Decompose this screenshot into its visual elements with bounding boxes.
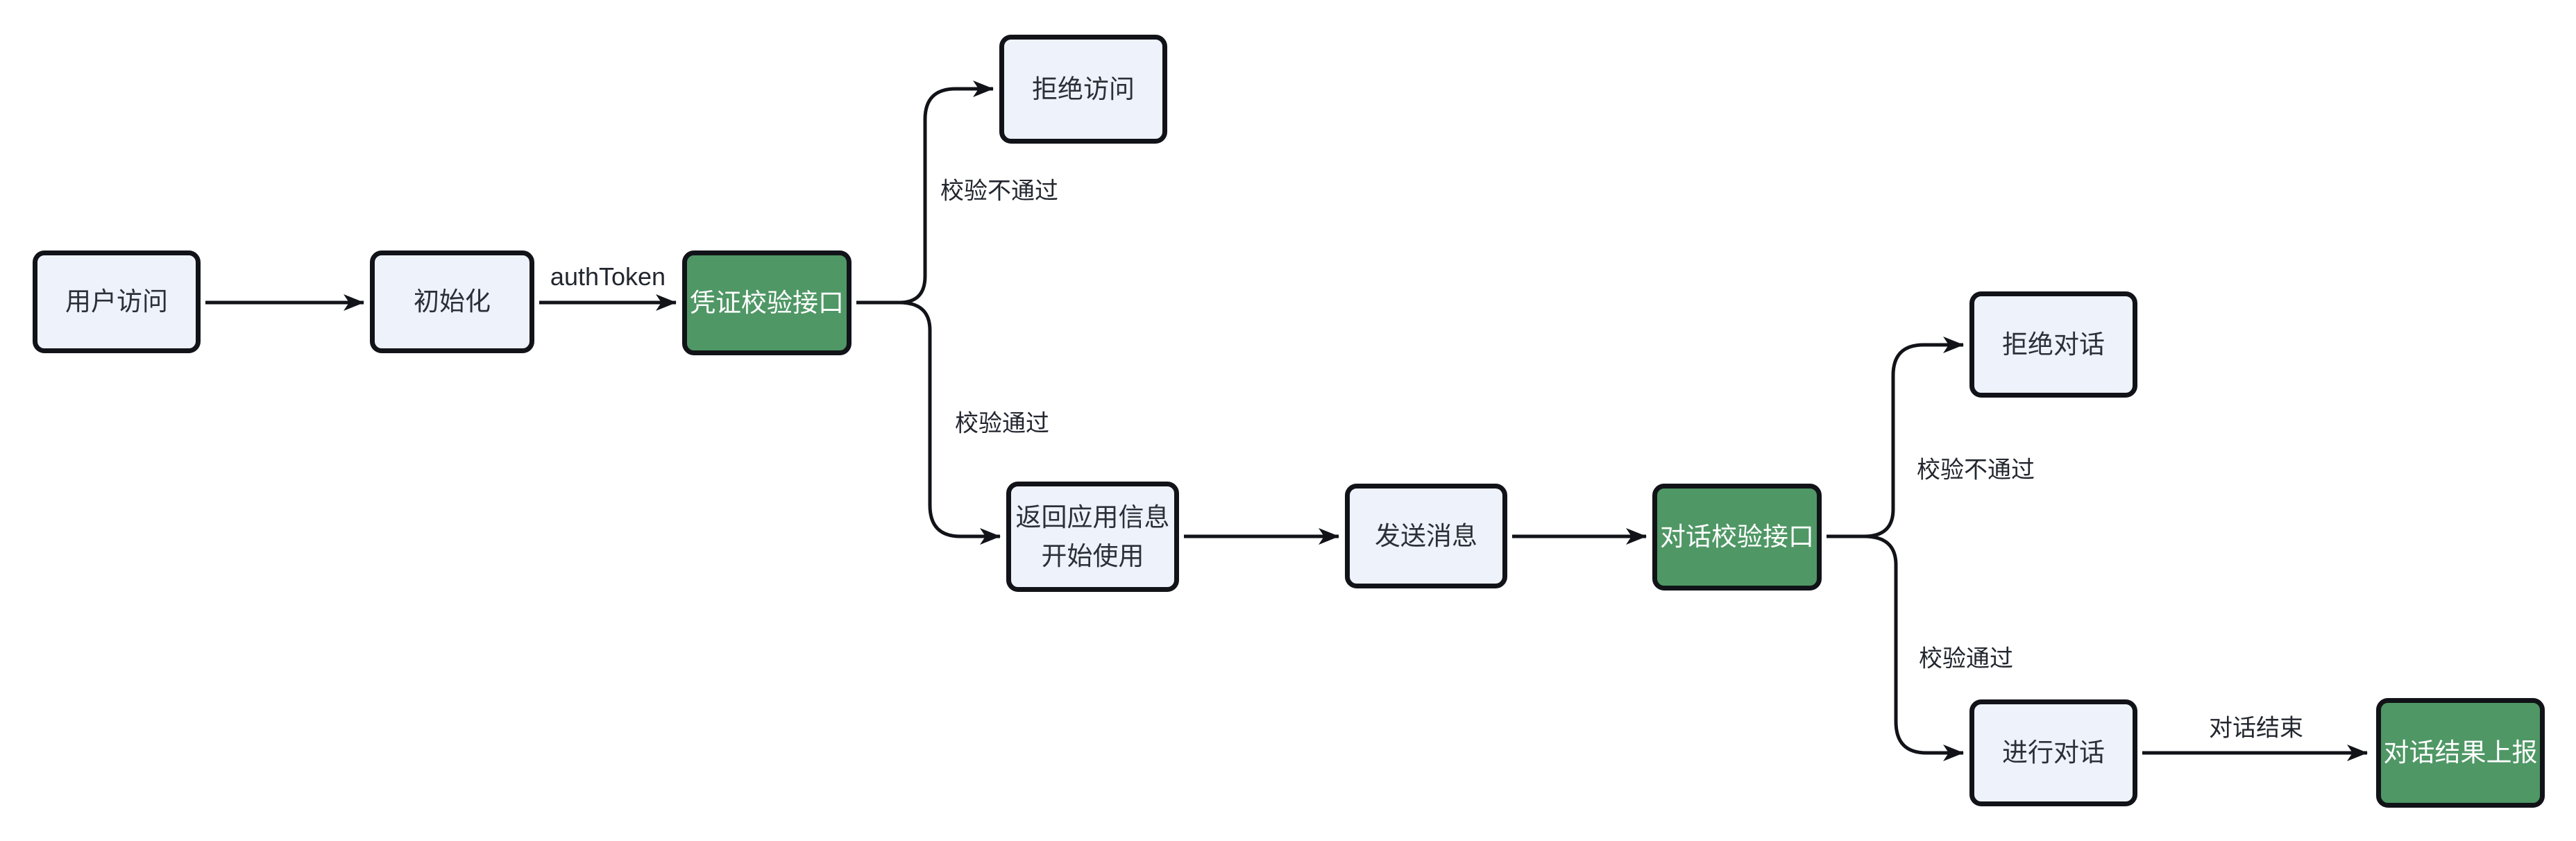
node-credential-check-label: 凭证校验接口 bbox=[690, 288, 844, 317]
node-send-message-label: 发送消息 bbox=[1375, 521, 1477, 550]
node-deny-access-label: 拒绝访问 bbox=[1032, 74, 1135, 103]
node-init-label: 初始化 bbox=[414, 287, 491, 316]
node-send-message: 发送消息 bbox=[1345, 484, 1507, 588]
edge-credential-check-to-return-app-info bbox=[856, 300, 1001, 545]
edge-label-auth-token: authToken bbox=[547, 262, 669, 291]
node-report-result: 对话结果上报 bbox=[2376, 698, 2545, 808]
node-deny-dialog: 拒绝对话 bbox=[1969, 291, 2137, 398]
node-init: 初始化 bbox=[370, 250, 534, 353]
node-report-result-label: 对话结果上报 bbox=[2383, 738, 2538, 767]
node-do-dialog-label: 进行对话 bbox=[2002, 738, 2105, 767]
node-return-app-info-line1: 返回应用信息 bbox=[1015, 503, 1170, 532]
node-user-visit-label: 用户访问 bbox=[65, 287, 168, 316]
edge-label-dialog-pass: 校验通过 bbox=[1916, 639, 2016, 674]
node-return-app-info-line2: 开始使用 bbox=[1041, 541, 1144, 570]
node-dialog-check-label: 对话校验接口 bbox=[1660, 523, 1814, 552]
edge-label-dialog-end: 对话结束 bbox=[2206, 708, 2306, 743]
node-deny-access: 拒绝访问 bbox=[999, 35, 1167, 144]
node-user-visit: 用户访问 bbox=[33, 250, 201, 353]
edge-credential-check-to-deny-access bbox=[856, 80, 994, 305]
node-return-app-info: 返回应用信息 开始使用 bbox=[1006, 482, 1179, 592]
node-dialog-check: 对话校验接口 bbox=[1652, 484, 1822, 591]
edge-label-dialog-fail: 校验不通过 bbox=[1914, 450, 2037, 485]
node-credential-check: 凭证校验接口 bbox=[682, 250, 851, 355]
edge-dialog-check-to-deny-dialog bbox=[1827, 337, 1964, 538]
node-do-dialog: 进行对话 bbox=[1969, 699, 2137, 806]
edge-label-credential-fail: 校验不通过 bbox=[938, 171, 1061, 206]
edge-label-credential-pass: 校验通过 bbox=[952, 404, 1052, 439]
edge-dialog-check-to-do-dialog bbox=[1827, 534, 1964, 761]
node-deny-dialog-label: 拒绝对话 bbox=[2002, 330, 2105, 359]
